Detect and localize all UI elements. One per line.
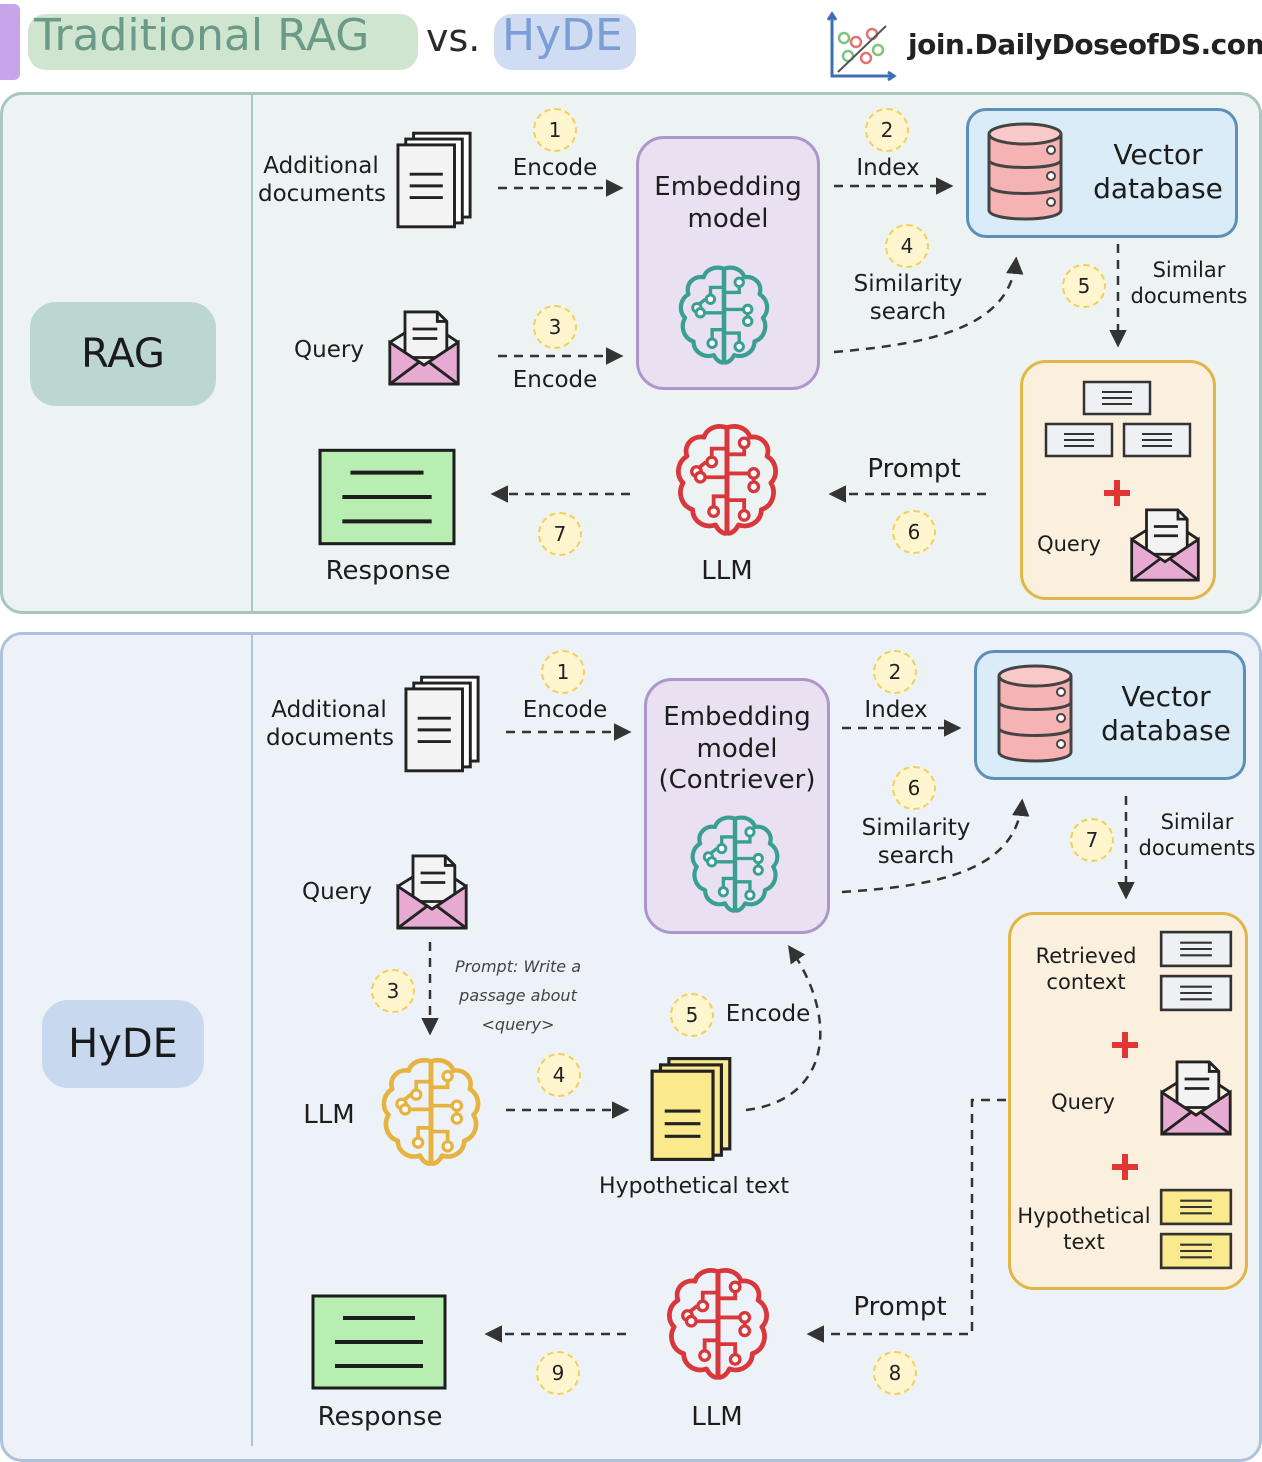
rag-context-query-label: Query — [1037, 532, 1101, 556]
hyde-step-7: 7 — [1070, 818, 1114, 862]
hyde-query-label: Query — [302, 879, 372, 905]
hyde-context-hyp-label: Hypothetical text — [1017, 1204, 1151, 1254]
rag-vector-database-label: Vector database — [1093, 138, 1223, 206]
response-document-icon — [310, 1294, 448, 1390]
hyde-embedding-model-label: Embedding model (Contriever) — [658, 702, 816, 796]
title-hyde: HyDE — [502, 10, 623, 61]
hyde-encode-5-label: Encode — [725, 1001, 811, 1027]
rag-response-label: Response — [325, 556, 451, 586]
hyde-index-label: Index — [864, 697, 928, 723]
rag-step-7: 7 — [538, 512, 582, 556]
plus-icon — [1112, 1032, 1138, 1058]
title-hyde-highlight — [494, 14, 636, 70]
hyde-step-3: 3 — [371, 969, 415, 1013]
hyde-hypothetical-text-label: Hypothetical text — [599, 1174, 789, 1199]
rag-query-label: Query — [294, 337, 364, 363]
scatter-plot-logo-icon — [826, 11, 897, 82]
rag-encode-3-label: Encode — [512, 367, 598, 393]
rag-prompt-label: Prompt — [867, 454, 961, 484]
rag-divider — [251, 94, 253, 612]
hyde-prompt-label: Prompt — [853, 1292, 947, 1322]
hyde-llm-label: LLM — [691, 1402, 743, 1432]
rag-embedding-model-label: Embedding model — [654, 172, 802, 234]
hyde-llm-hyp-label: LLM — [303, 1100, 355, 1130]
plus-icon — [1104, 480, 1130, 506]
rag-llm-label: LLM — [701, 556, 753, 586]
hyde-response-label: Response — [317, 1402, 443, 1432]
rag-step-5: 5 — [1062, 264, 1106, 308]
plus-icon — [1112, 1154, 1138, 1180]
hyde-additional-documents-label: Additional documents — [266, 697, 395, 752]
rag-similarity-search-label: Similarity search — [853, 271, 963, 326]
hyde-divider — [251, 634, 253, 1446]
hyde-similar-documents-label: Similar documents — [1138, 810, 1256, 860]
hyde-context-query-label: Query — [1051, 1090, 1115, 1114]
rag-step-1: 1 — [533, 108, 577, 152]
rag-index-label: Index — [856, 155, 920, 181]
hyde-vector-database-label: Vector database — [1101, 680, 1231, 748]
accent-bar — [0, 4, 20, 80]
rag-embedding-model-box — [636, 136, 820, 390]
hyde-step-8: 8 — [873, 1351, 917, 1395]
rag-additional-documents-label: Additional documents — [258, 153, 387, 208]
title-traditional-rag: Traditional RAG — [34, 10, 370, 61]
hyde-step-9: 9 — [536, 1351, 580, 1395]
hyde-step-4: 4 — [537, 1053, 581, 1097]
rag-encode-1-label: Encode — [512, 155, 598, 181]
rag-step-2: 2 — [865, 108, 909, 152]
hyde-retrieved-context-label: Retrieved context — [1035, 944, 1137, 994]
rag-step-6: 6 — [892, 510, 936, 554]
rag-tag: RAG — [30, 302, 216, 406]
hyde-similarity-search-label: Similarity search — [861, 815, 971, 870]
hyde-encode-1-label: Encode — [522, 697, 608, 723]
title-vs: vs. — [426, 16, 481, 60]
hyde-step-1: 1 — [541, 650, 585, 694]
hyde-step-6: 6 — [892, 766, 936, 810]
hyde-prompt-note: Prompt: Write a passage about <query> — [454, 957, 582, 1035]
title-rag-highlight — [28, 14, 418, 70]
brand-url[interactable]: join.DailyDoseofDS.com — [908, 28, 1262, 61]
hyde-step-5: 5 — [670, 993, 714, 1037]
hyde-tag: HyDE — [42, 1000, 204, 1088]
rag-step-3: 3 — [533, 305, 577, 349]
rag-step-4: 4 — [885, 224, 929, 268]
hyde-step-2: 2 — [873, 650, 917, 694]
rag-similar-documents-label: Similar documents — [1130, 258, 1248, 308]
